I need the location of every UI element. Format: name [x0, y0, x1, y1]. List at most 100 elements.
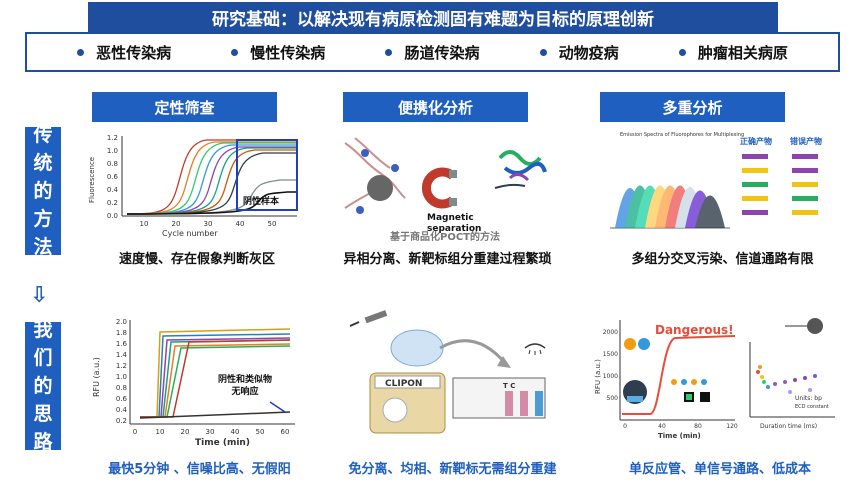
y-tick: 0.8 [107, 160, 118, 168]
negative-sample-label: 阴性样本 [243, 195, 280, 207]
page-title-banner: 研究基础：以解决现有病原检测固有难题为目标的原理创新 [88, 2, 778, 32]
syringe-icon [349, 310, 388, 327]
separation-label: separation [427, 224, 481, 234]
our-approach-label: 我 们 的 思 路 [25, 319, 61, 453]
negative-note-line1: 阴性和类似物 [218, 373, 272, 385]
column-header-multiplex: 多重分析 [600, 92, 785, 122]
y-axis-label: Fluorescence [88, 157, 96, 203]
y-tick: 0.4 [116, 406, 128, 414]
duration-axis-label: Duration time (ms) [760, 423, 817, 430]
x-axis-label: Cycle number [162, 229, 218, 238]
molecule-chain-icon [671, 379, 707, 385]
x-tick: 40 [658, 423, 666, 430]
disease-list: 恶性传染病 慢性传染病 肠道传染病 动物疫病 肿瘤相关病原 [25, 32, 840, 72]
traditional-caption-3: 多组分交叉污染、信道通路有限 [631, 252, 814, 267]
x-axis-label: Time (min) [658, 432, 701, 440]
y-tick: 2.0 [116, 318, 127, 326]
y-tick: 0.4 [107, 186, 119, 194]
y-tick: 1.0 [107, 147, 118, 155]
scatter-points [756, 365, 817, 394]
bullet-icon [539, 48, 547, 56]
disease-item: 肠道传染病 [385, 42, 479, 63]
negative-note-line2: 无响应 [230, 385, 258, 397]
poct-method-label: 基于商品化POCT的方法 [389, 230, 500, 243]
protein-structure-icon [494, 150, 547, 189]
x-tick: 0 [623, 423, 627, 430]
bullet-icon [231, 48, 239, 56]
y-tick: 2000 [603, 329, 618, 336]
y-tick: 0.2 [107, 199, 118, 207]
magnetic-separation-figure: Magnetic separation 基于商品化POCT的方法 [344, 137, 547, 243]
y-tick: 0.6 [107, 173, 119, 181]
x-tick: 40 [236, 220, 245, 228]
y-tick: 0.8 [116, 384, 127, 392]
y-tick: 1500 [603, 351, 618, 358]
x-tick: 20 [181, 428, 190, 436]
test-strip [452, 377, 546, 419]
x-tick: 40 [231, 428, 240, 436]
x-tick: 60 [281, 428, 290, 436]
magnetic-label: Magnetic [427, 213, 474, 223]
ecd-label: ECD constant [795, 404, 829, 410]
bullet-icon [385, 48, 393, 56]
rfu-curve [622, 335, 736, 415]
disease-item: 肿瘤相关病原 [678, 42, 788, 63]
single-tube-figure: 2000 1500 1000 500 0 40 80 120 Time (min… [594, 318, 835, 440]
our-caption-1: 最快5分钟 、信噪比高、无假阳 [108, 462, 291, 477]
traditional-method-label: 传 统 的 方 法 [25, 124, 61, 258]
y-tick: 1.0 [116, 373, 127, 381]
y-tick: 0.2 [116, 417, 127, 425]
microscope-icon [785, 318, 823, 334]
wrong-product-label: 错误产物 [790, 136, 822, 146]
y-tick: 500 [607, 395, 619, 402]
x-axis-label: Time (min) [195, 438, 250, 447]
x-tick: 50 [256, 428, 265, 436]
bullet-icon [77, 48, 85, 56]
x-tick: 30 [204, 220, 213, 228]
pcr-fluorescence-chart: 1.2 1.0 0.8 0.6 0.4 0.2 0.0 10 20 30 40 … [82, 128, 302, 243]
sample-tube [390, 329, 444, 367]
rfu-time-chart: 2.0 1.8 1.6 1.4 1.2 1.0 0.8 0.6 0.4 0.2 … [92, 318, 295, 447]
correct-product-label: 正确产物 [740, 136, 772, 146]
traditional-caption-1: 速度慢、存在假象判断灰区 [118, 252, 275, 267]
column-header-qualitative: 定性筛查 [92, 92, 277, 122]
x-tick: 20 [172, 220, 181, 228]
bullet-icon [678, 48, 686, 56]
disease-item: 慢性传染病 [231, 42, 325, 63]
y-tick: 0.6 [116, 395, 128, 403]
eye-icon [524, 343, 546, 355]
clipon-device-figure: CLIPON T C [349, 310, 546, 434]
y-tick: 1.8 [116, 329, 127, 337]
traditional-caption-2: 异相分离、新靶标组分重建过程繁琐 [343, 252, 552, 267]
y-tick: 1.4 [116, 351, 128, 359]
disease-item: 动物疫病 [539, 42, 619, 63]
clipon-label: CLIPON [385, 379, 422, 389]
x-tick: 50 [268, 220, 277, 228]
flow-arrow [439, 339, 507, 364]
units-label: Units: bp [795, 395, 822, 402]
column-header-portable: 便携化分析 [343, 92, 528, 122]
our-caption-2: 免分离、均相、新靶标无需组分重建 [348, 462, 557, 477]
down-arrow-icon: ⇩ [30, 283, 49, 308]
x-tick: 0 [133, 428, 137, 436]
x-tick: 80 [694, 423, 702, 430]
product-bars [742, 154, 818, 215]
disease-item: 恶性传染病 [77, 42, 171, 63]
y-tick: 0.0 [107, 212, 118, 220]
magnet-icon [421, 167, 457, 209]
y-tick: 1.2 [107, 134, 118, 142]
y-axis-label: RFU (a.u.) [92, 357, 101, 397]
our-caption-3: 单反应管、单信号通路、低成本 [628, 462, 811, 477]
y-tick: 1.6 [116, 340, 128, 348]
page-title: 研究基础：以解决现有病原检测固有难题为目标的原理创新 [212, 9, 654, 30]
emission-spectra-figure: Emission Spectra of Fluorophores for Mul… [610, 132, 822, 229]
person-icon [624, 338, 636, 350]
y-tick: 1000 [603, 373, 618, 380]
x-tick: 10 [156, 428, 165, 436]
dangerous-badge: Dangerous! [655, 323, 734, 337]
x-tick: 120 [726, 423, 738, 430]
spectra-title: Emission Spectra of Fluorophores for Mul… [620, 132, 744, 138]
x-tick: 10 [140, 220, 149, 228]
tc-label: T C [503, 382, 515, 390]
person-icon [638, 338, 650, 350]
